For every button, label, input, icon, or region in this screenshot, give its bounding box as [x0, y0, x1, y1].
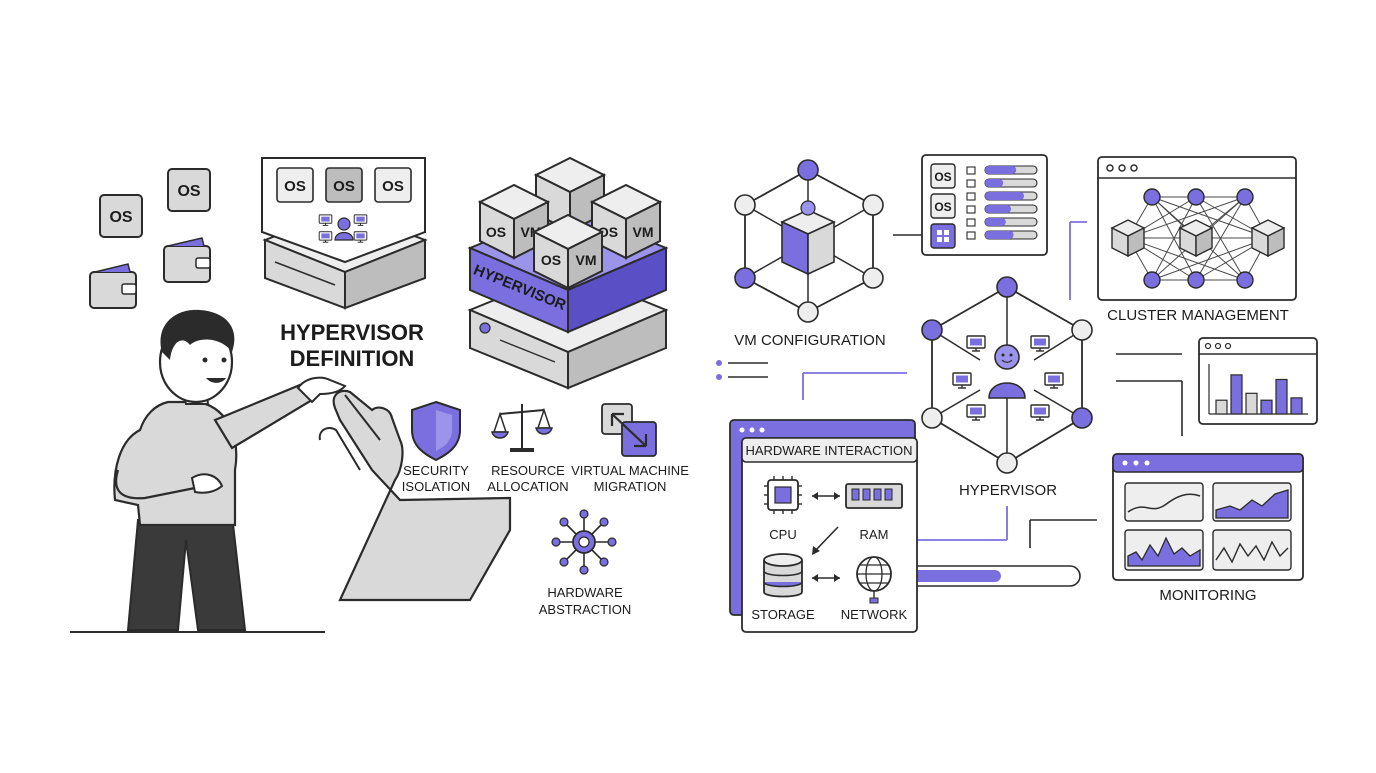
cluster-bar: [1245, 392, 1258, 415]
vm-cube-left: OS VM: [477, 183, 551, 260]
wallet-icon: [163, 237, 211, 283]
cluster-node-cube: [1250, 219, 1286, 258]
cluster-management-window: [1069, 156, 1297, 301]
vm-cube-os-label: OS: [486, 224, 506, 240]
cpu-chip-icon: [764, 476, 802, 514]
os-tile-label: OS: [284, 178, 306, 195]
os-tile-label: OS: [177, 183, 200, 200]
vm-configuration-diagram: [734, 159, 884, 323]
wallet-icon: [89, 263, 137, 309]
progress-bar: [904, 565, 1081, 587]
migration-arrows-icon: [601, 403, 657, 457]
floating-os-tiles: OS OS: [89, 168, 211, 309]
shield-icon: [411, 400, 461, 462]
connector-lines: [802, 372, 1097, 548]
feature-resource-line2: ALLOCATION: [487, 479, 568, 494]
cluster-bar-group: [1215, 374, 1303, 415]
vm-cube-vm-label: VM: [633, 224, 654, 240]
config-os-tile-label: OS: [934, 170, 951, 184]
feature-hardware-line1: HARDWARE: [547, 585, 623, 600]
hub-network-icon: [551, 509, 617, 575]
bar-chart-window: [1116, 337, 1318, 436]
config-slider-fill: [985, 192, 1024, 200]
setting-icon: [966, 179, 976, 188]
feature-hardware-line2: ABSTRACTION: [539, 602, 631, 617]
os-tile: [167, 168, 211, 212]
scale-icon: [491, 404, 553, 452]
monitoring-window: [1112, 453, 1304, 581]
server-with-os-banner: OS OS OS: [261, 157, 428, 310]
setting-icon: [966, 218, 976, 227]
config-os-tile-label: OS: [934, 200, 951, 214]
title-hypervisor-definition-line2: DEFINITION: [290, 346, 415, 371]
config-slider-fill: [985, 179, 1004, 187]
vm-cube-front: OS VM: [531, 213, 605, 290]
os-tile: [325, 167, 363, 203]
feature-security-line1: SECURITY: [403, 463, 469, 478]
vm-cube-os-label: OS: [541, 252, 561, 268]
os-tile: [276, 167, 314, 203]
double-arrow-icon: [812, 574, 840, 582]
os-tile-label: OS: [109, 209, 132, 226]
title-hypervisor-definition-line1: HYPERVISOR: [280, 320, 424, 345]
cluster-bar: [1275, 378, 1288, 415]
os-tile-label: OS: [382, 178, 404, 195]
list-icon: [716, 360, 768, 380]
cluster-node-cube: [1110, 219, 1146, 258]
database-icon: [763, 553, 803, 598]
setting-icon: [966, 231, 976, 240]
double-arrow-icon: [812, 492, 840, 500]
config-slider-fill: [985, 218, 1006, 226]
pointing-hand: [318, 389, 512, 602]
hypervisor-hub-diagram: [921, 276, 1093, 474]
config-panel: OS OS: [893, 154, 1048, 256]
label-storage: STORAGE: [751, 607, 815, 622]
label-network: NETWORK: [841, 607, 908, 622]
vm-cube-vm-label: VM: [576, 252, 597, 268]
cluster-bar: [1215, 399, 1228, 415]
setting-icon: [966, 192, 976, 201]
config-slider-fill: [985, 166, 1017, 174]
os-tile-label: OS: [333, 178, 355, 195]
ram-module-icon: [845, 483, 903, 509]
cluster-bar: [1290, 397, 1303, 415]
cluster-bar: [1230, 374, 1243, 415]
config-slider-group: [966, 165, 1038, 240]
feature-migration-line1: VIRTUAL MACHINE: [571, 463, 689, 478]
globe-icon: [856, 556, 892, 604]
label-ram: RAM: [860, 527, 889, 542]
feature-security-line2: ISOLATION: [402, 479, 470, 494]
cluster-bar: [1260, 399, 1273, 415]
label-cpu: CPU: [769, 527, 796, 542]
config-slider-fill: [985, 205, 1011, 213]
feature-migration-line2: MIGRATION: [594, 479, 667, 494]
hypervisor-stack: HYPERVISOR OS VM OS VM OS VM: [467, 156, 669, 390]
presenter-person: [70, 309, 347, 633]
windows-logo-icon: [930, 223, 956, 249]
diagonal-arrow-icon: [812, 526, 839, 555]
os-tile: [374, 167, 412, 203]
cluster-node-cube: [1178, 219, 1214, 258]
label-hypervisor: HYPERVISOR: [959, 482, 1057, 499]
feature-resource-line1: RESOURCE: [491, 463, 565, 478]
setting-icon: [966, 166, 976, 175]
label-monitoring: MONITORING: [1159, 587, 1256, 604]
label-cluster-management: CLUSTER MANAGEMENT: [1107, 307, 1289, 324]
label-hardware-interaction: HARDWARE INTERACTION: [745, 443, 912, 458]
config-slider-fill: [985, 231, 1014, 239]
hardware-interaction-window: HARDWARE INTERACTION CPU: [729, 419, 918, 633]
setting-icon: [966, 205, 976, 214]
os-tile: [99, 194, 143, 238]
label-vm-configuration: VM CONFIGURATION: [734, 332, 885, 349]
